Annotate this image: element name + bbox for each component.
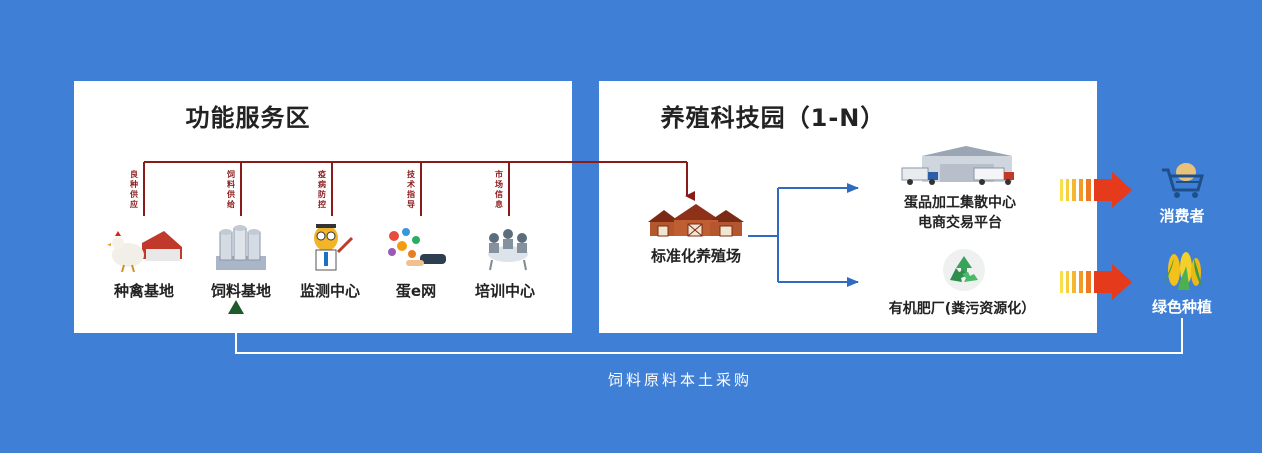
feed-base-label: 饲料基地 <box>210 282 271 300</box>
tech-park-title: 养殖科技园（1-N） <box>660 104 886 132</box>
doctor-icon <box>314 224 354 271</box>
standard-farm-label: 标准化养殖场 <box>650 247 741 265</box>
green-planting-label: 绿色种植 <box>1151 298 1212 316</box>
eggs-network-icon <box>388 228 446 266</box>
output-arrow-planting <box>1060 264 1132 300</box>
farm-split-arrows <box>748 183 859 287</box>
egg-processing-label: 蛋品加工集散中心 <box>904 195 1016 211</box>
meeting-icon <box>488 229 528 271</box>
output-arrow-consumer <box>1060 172 1132 208</box>
feedback-loop <box>228 300 1183 354</box>
egg-network-label: 蛋e网 <box>395 282 437 300</box>
monitoring-center-label: 监测中心 <box>299 282 360 300</box>
chicken-icon <box>107 231 182 273</box>
feedback-label: 饲料原料本土采购 <box>607 371 752 389</box>
barn-icon <box>648 204 744 237</box>
corn-icon <box>1162 252 1202 290</box>
service-label-breed: 良种供应 <box>130 170 138 209</box>
recycle-icon <box>943 249 985 291</box>
ecommerce-platform-label: 电商交易平台 <box>918 215 1002 231</box>
consumer-label: 消费者 <box>1159 207 1205 225</box>
functional-service-title: 功能服务区 <box>185 104 311 132</box>
silo-icon <box>216 225 266 270</box>
organic-fertilizer-label: 有机肥厂(粪污资源化） <box>888 301 1036 317</box>
service-bus <box>143 161 695 216</box>
tech-park-panel <box>599 81 1097 333</box>
service-label-market: 市场信息 <box>495 170 503 209</box>
service-label-disease: 疫病防控 <box>318 170 326 209</box>
breeding-base-label: 种禽基地 <box>113 282 174 300</box>
warehouse-truck-icon <box>901 146 1014 185</box>
service-label-tech: 技术指导 <box>407 170 415 209</box>
functional-service-panel <box>74 81 572 333</box>
shopping-cart-icon <box>1162 163 1204 198</box>
training-center-label: 培训中心 <box>474 282 535 300</box>
service-label-feed: 饲料供给 <box>227 170 235 209</box>
